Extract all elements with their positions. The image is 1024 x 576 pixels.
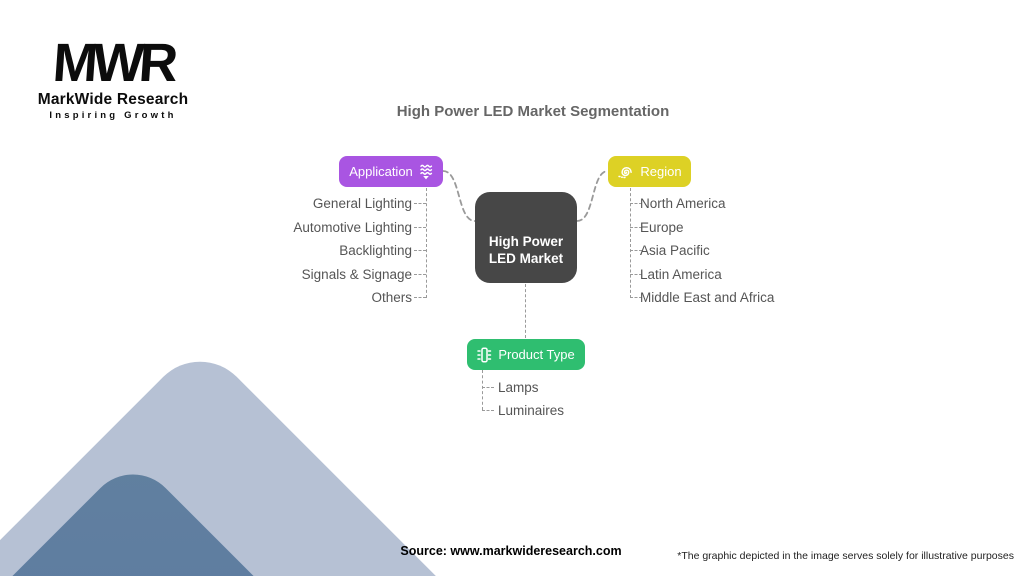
tick-latin-america <box>630 274 642 275</box>
led-filament-icon <box>419 164 433 180</box>
center-node-line1: High Power <box>488 233 564 249</box>
product-branch-line <box>482 370 483 410</box>
tick-others <box>414 297 426 298</box>
application-item: Signals & Signage <box>301 267 412 282</box>
application-badge-label: Application <box>349 164 413 179</box>
region-item: Asia Pacific <box>640 243 710 258</box>
markwide-research-logo: MWR MarkWide Research Inspiring Growth <box>33 33 193 121</box>
application-branch-line <box>426 188 427 298</box>
product-type-item: Luminaires <box>498 403 565 418</box>
led-chip-icon <box>477 346 493 363</box>
application-item: Backlighting <box>339 243 412 258</box>
center-node-high-power-led-market: High Power LED Market <box>475 192 577 283</box>
region-item: Latin America <box>640 267 722 282</box>
tick-asia-pacific <box>630 250 642 251</box>
tick-europe <box>630 227 642 228</box>
region-item: North America <box>640 196 726 211</box>
logo-acronym: MWR <box>50 33 176 93</box>
tick-signals-signage <box>414 274 426 275</box>
tick-middle-east-africa <box>630 297 642 298</box>
application-branch-badge: Application <box>339 156 443 187</box>
application-item: Automotive Lighting <box>293 220 412 235</box>
application-item: Others <box>371 290 412 305</box>
disclaimer-note: *The graphic depicted in the image serve… <box>677 550 1014 562</box>
product-type-badge-label: Product Type <box>498 347 575 362</box>
logo-tagline: Inspiring Growth <box>49 110 177 121</box>
tick-automotive-lighting <box>414 227 426 228</box>
tick-luminaires <box>482 410 494 411</box>
tick-north-america <box>630 203 642 204</box>
region-item: Middle East and Africa <box>640 290 775 305</box>
region-branch-badge: Region <box>608 156 691 187</box>
product-type-branch-badge: Product Type <box>467 339 585 370</box>
application-item: General Lighting <box>312 196 412 211</box>
source-note: Source: www.markwideresearch.com <box>400 544 622 558</box>
tick-backlighting <box>414 250 426 251</box>
product-type-item: Lamps <box>498 380 539 395</box>
page-title: High Power LED Market Segmentation <box>396 103 670 120</box>
tick-lamps <box>482 387 494 388</box>
region-item: Europe <box>640 220 684 235</box>
tick-general-lighting <box>414 203 426 204</box>
center-to-product-line <box>525 284 526 338</box>
region-badge-label: Region <box>640 164 682 179</box>
region-branch-line <box>630 188 631 298</box>
logo-name: MarkWide Research <box>37 91 189 108</box>
center-node-line2: LED Market <box>488 250 564 266</box>
spiral-map-icon <box>617 163 634 180</box>
